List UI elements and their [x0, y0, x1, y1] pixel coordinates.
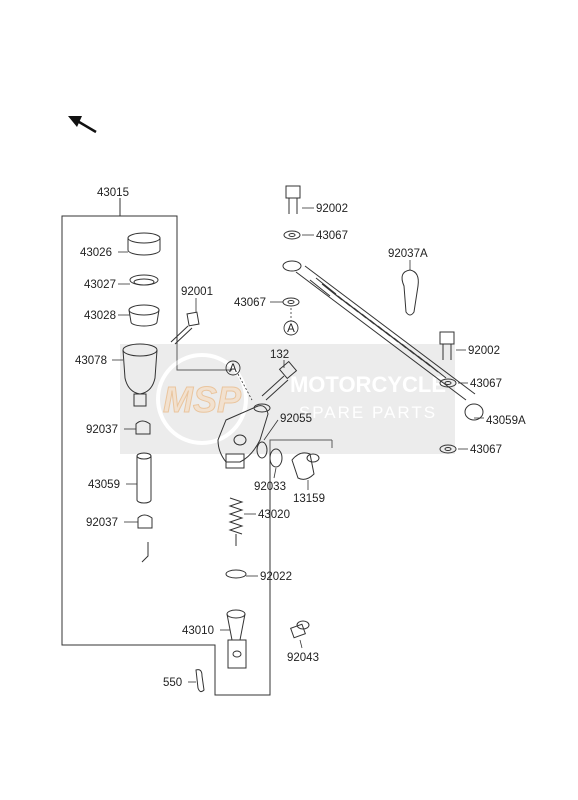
label-92037A: 92037A: [388, 248, 428, 260]
part-43028-diaphragm[interactable]: [118, 304, 160, 327]
part-master-cylinder-body[interactable]: [217, 403, 271, 469]
svg-text:A: A: [287, 323, 295, 335]
label-43067-right-lower: 43067: [470, 444, 502, 456]
label-43010: 43010: [182, 625, 214, 637]
part-brake-hose[interactable]: [282, 260, 484, 421]
label-43020: 43020: [258, 509, 290, 521]
part-43067-washer-3[interactable]: [439, 378, 468, 388]
watermark-logo-ring: [156, 353, 248, 445]
label-43026: 43026: [80, 247, 112, 259]
label-92001: 92001: [181, 286, 213, 298]
label-13159: 13159: [293, 493, 325, 505]
label-92002-top: 92002: [316, 203, 348, 215]
part-43067-washer-4[interactable]: [439, 444, 468, 454]
part-92033-circlip[interactable]: [269, 448, 283, 479]
label-92043: 92043: [287, 652, 319, 664]
label-92002-right: 92002: [468, 345, 500, 357]
label-43015: 43015: [97, 187, 129, 199]
assembly-frame-43015: [61, 198, 333, 696]
label-43028: 43028: [84, 310, 116, 322]
part-92055-oring[interactable]: [256, 419, 279, 459]
part-92037A-banjo[interactable]: [401, 260, 419, 316]
part-92043-pin[interactable]: [290, 620, 310, 649]
label-43067-mid: 43067: [234, 297, 266, 309]
watermark-line1: MOTORCYCLE: [290, 372, 446, 397]
part-43027-plate[interactable]: [118, 274, 159, 286]
part-43010-clevis[interactable]: [220, 609, 247, 669]
part-43067-washer-2[interactable]: [270, 297, 300, 307]
label-43067-right-upper: 43067: [470, 378, 502, 390]
label-43059: 43059: [88, 479, 120, 491]
label-43078: 43078: [75, 355, 107, 367]
label-43027: 43027: [84, 279, 116, 291]
part-132-bolt[interactable]: [261, 360, 298, 401]
svg-text:A: A: [229, 363, 237, 375]
part-43078-reservoir[interactable]: [112, 343, 158, 407]
part-13159-joint[interactable]: [291, 452, 320, 490]
part-43067-washer-1[interactable]: [283, 230, 314, 240]
label-92055: 92055: [280, 413, 312, 425]
part-92022-circlip[interactable]: [225, 569, 258, 579]
part-92037-clamp-upper[interactable]: [124, 420, 151, 435]
part-43059-hose[interactable]: [126, 452, 152, 504]
part-92002-bolt-top[interactable]: [285, 185, 314, 214]
label-43067-top: 43067: [316, 230, 348, 242]
label-92037-lower: 92037: [86, 517, 118, 529]
watermark-line2: SPARE PARTS: [299, 403, 437, 422]
part-550-cotter-pin[interactable]: [188, 669, 205, 693]
ref-marker-a-upper: A: [283, 308, 299, 336]
watermark-logo: MSP: [163, 379, 242, 420]
part-92037-clamp-lower[interactable]: [124, 514, 153, 563]
label-132: 132: [270, 349, 289, 361]
part-43020-spring[interactable]: [228, 497, 256, 546]
ref-marker-a-lower: A: [225, 360, 253, 401]
label-550: 550: [163, 677, 182, 689]
label-92022: 92022: [260, 571, 292, 583]
part-92001-bolt[interactable]: [170, 298, 200, 345]
label-92033: 92033: [254, 481, 286, 493]
part-92002-bolt-right[interactable]: [439, 331, 466, 360]
label-92037-upper: 92037: [86, 424, 118, 436]
label-43059A: 43059A: [486, 415, 526, 427]
part-43026-cap[interactable]: [118, 232, 161, 256]
direction-arrow-icon: [68, 116, 97, 134]
